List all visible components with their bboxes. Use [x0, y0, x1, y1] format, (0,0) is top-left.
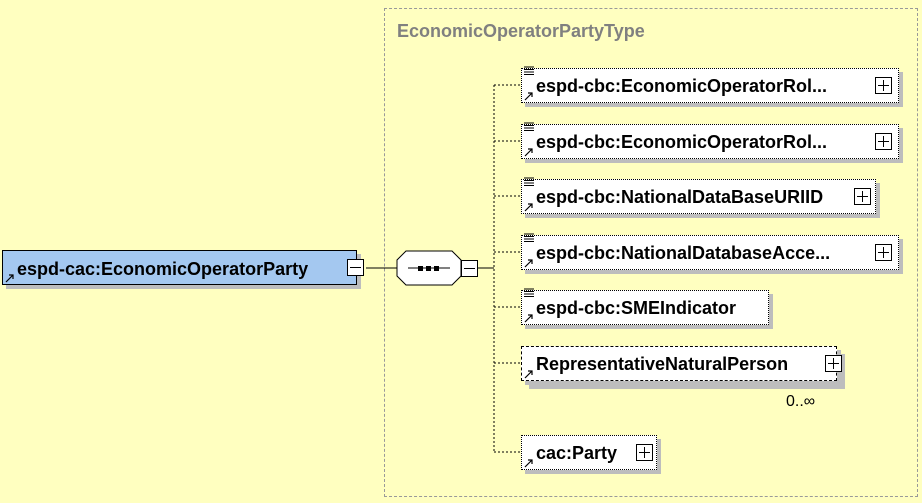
- child-element-label: espd-cbc:EconomicOperatorRol...: [536, 76, 828, 96]
- reference-arrow-icon: [5, 274, 14, 283]
- expand-icon[interactable]: [636, 444, 653, 461]
- child-element-label: cac:Party: [536, 443, 618, 463]
- child-element-label: espd-cbc:EconomicOperatorRol...: [536, 132, 828, 152]
- complex-type-box: [384, 8, 918, 497]
- child-element[interactable]: espd-cbc:SMEIndicator: [521, 288, 769, 325]
- reference-arrow-icon: [524, 459, 533, 468]
- cardinality-label: 0..∞: [786, 393, 816, 410]
- documentation-icon: [524, 288, 534, 297]
- reference-arrow-icon: [524, 314, 533, 323]
- complex-type-title: EconomicOperatorPartyType: [397, 21, 645, 41]
- compositor-collapse-icon[interactable]: [461, 260, 478, 277]
- expand-icon[interactable]: [854, 188, 871, 205]
- child-element-label: espd-cbc:SMEIndicator: [536, 298, 737, 318]
- child-element[interactable]: espd-cbc:NationalDatabaseAcce...: [521, 233, 899, 270]
- expand-icon[interactable]: [825, 355, 842, 372]
- reference-arrow-icon: [524, 148, 533, 157]
- reference-arrow-icon: [524, 259, 533, 268]
- child-element-label: espd-cbc:NationalDataBaseURIID: [536, 187, 824, 207]
- reference-arrow-icon: [524, 370, 533, 379]
- collapse-icon[interactable]: [347, 259, 364, 276]
- sequence-compositor-icon[interactable]: [396, 250, 462, 286]
- child-element[interactable]: cac:Party: [521, 435, 657, 470]
- child-element-label: RepresentativeNaturalPerson: [536, 354, 789, 374]
- documentation-icon: [524, 122, 534, 131]
- root-element-label: espd-cac:EconomicOperatorParty: [17, 259, 309, 279]
- expand-icon[interactable]: [875, 77, 892, 94]
- documentation-icon: [524, 177, 534, 186]
- reference-arrow-icon: [524, 92, 533, 101]
- root-element-node[interactable]: espd-cac:EconomicOperatorParty: [2, 250, 364, 285]
- child-element[interactable]: espd-cbc:EconomicOperatorRol...: [521, 122, 899, 159]
- documentation-icon: [524, 233, 534, 242]
- documentation-icon: [524, 66, 534, 75]
- expand-icon[interactable]: [875, 133, 892, 150]
- child-element[interactable]: espd-cbc:EconomicOperatorRol...: [521, 66, 899, 103]
- child-element[interactable]: espd-cbc:NationalDataBaseURIID: [521, 177, 876, 214]
- expand-icon[interactable]: [875, 244, 892, 261]
- reference-arrow-icon: [524, 203, 533, 212]
- child-element[interactable]: RepresentativeNaturalPerson: [521, 346, 842, 381]
- child-element-label: espd-cbc:NationalDatabaseAcce...: [536, 243, 831, 263]
